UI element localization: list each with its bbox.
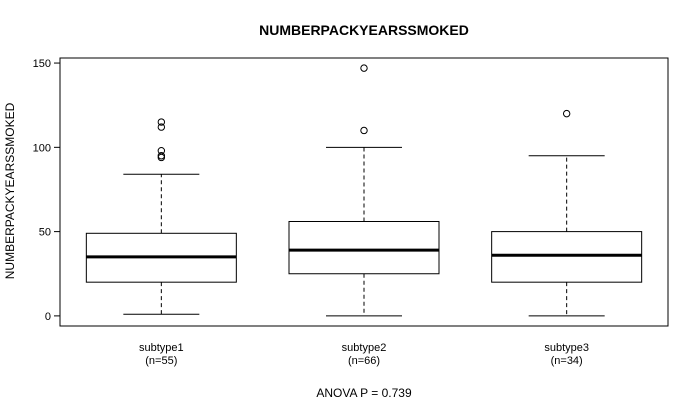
boxes-layer: [85, 64, 643, 317]
x-category-label: subtype3: [544, 342, 589, 354]
box-subtype3: [491, 109, 643, 317]
outlier-point: [360, 64, 368, 72]
iqr-box: [288, 220, 440, 275]
anova-footer: ANOVA P = 0.739: [316, 386, 412, 400]
outlier-point: [157, 147, 166, 155]
y-tick-label: 0: [45, 311, 51, 323]
x-category-n-label: (n=34): [551, 355, 583, 367]
x-category-label: subtype2: [342, 342, 387, 354]
outlier-point: [157, 152, 166, 160]
y-axis: 0 50 100 150: [33, 58, 61, 323]
x-category-n-label: (n=55): [145, 355, 177, 367]
y-tick-label: 150: [33, 58, 51, 70]
outlier-point: [157, 123, 166, 131]
y-tick-label: 100: [33, 142, 51, 154]
box-subtype1: [85, 118, 237, 315]
box-subtype2: [288, 64, 440, 317]
x-category-n-label: (n=66): [348, 355, 380, 367]
x-category-label: subtype1: [139, 342, 184, 354]
outlier-point: [360, 126, 368, 135]
outlier-point: [157, 118, 166, 126]
chart-title: NUMBERPACKYEARSSMOKED: [259, 22, 469, 38]
x-category-labels: subtype1(n=55) subtype2(n=66) subtype3(n=3…: [139, 342, 589, 367]
y-tick-label: 50: [39, 227, 51, 239]
y-axis-label: NUMBERPACKYEARSSMOKED: [3, 102, 17, 279]
iqr-box: [491, 231, 643, 283]
outlier-point: [562, 109, 571, 118]
